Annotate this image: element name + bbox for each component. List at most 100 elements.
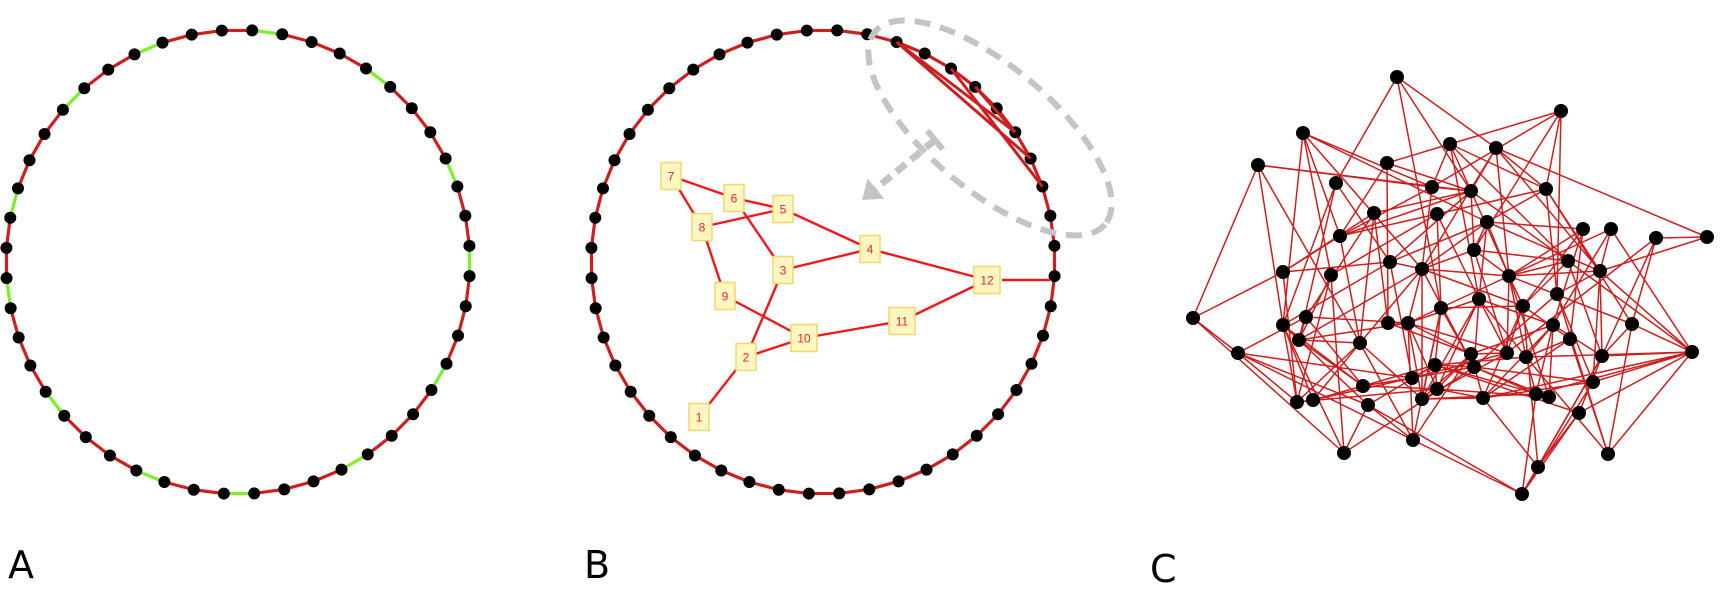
ring-node bbox=[464, 270, 476, 282]
inset-node-10: 10 bbox=[791, 325, 817, 352]
graph-edge bbox=[1608, 324, 1632, 454]
graph-node bbox=[1401, 316, 1415, 330]
ring-node bbox=[441, 358, 453, 370]
inset-node-label: 6 bbox=[731, 192, 738, 206]
graph-node bbox=[1561, 254, 1575, 268]
ring-node bbox=[248, 487, 260, 499]
ring-node bbox=[128, 48, 140, 60]
ring-node bbox=[1, 272, 13, 284]
ring-node bbox=[360, 63, 372, 75]
inset-node-label: 12 bbox=[980, 274, 994, 288]
ring-node bbox=[833, 487, 845, 499]
ring-node bbox=[992, 408, 1004, 420]
graph-node bbox=[1251, 158, 1265, 172]
ring-node bbox=[104, 449, 116, 461]
ring-node bbox=[831, 24, 843, 36]
graph-edge bbox=[1441, 306, 1523, 308]
graph-node bbox=[1406, 433, 1420, 447]
graph-node bbox=[1415, 262, 1429, 276]
inset-node-6: 6 bbox=[724, 185, 744, 212]
graph-node bbox=[1329, 176, 1343, 190]
graph-node bbox=[1443, 137, 1457, 151]
ring-node bbox=[771, 29, 783, 41]
ring-node bbox=[608, 154, 620, 166]
ring-node bbox=[643, 410, 655, 422]
graph-node bbox=[1380, 156, 1394, 170]
graph-node bbox=[1464, 184, 1478, 198]
ring-node bbox=[130, 465, 142, 477]
ring-node bbox=[1049, 270, 1061, 282]
ring-node bbox=[57, 104, 69, 116]
ring-node bbox=[186, 29, 198, 41]
graph-edge bbox=[1483, 398, 1538, 467]
graph-node bbox=[1576, 222, 1590, 236]
ring-node bbox=[463, 240, 475, 252]
ring-node bbox=[452, 330, 464, 342]
ring-node bbox=[158, 476, 170, 488]
inset-node-label: 8 bbox=[699, 221, 706, 235]
graph-edge bbox=[1193, 165, 1258, 318]
shortcut-edge bbox=[951, 69, 1042, 187]
ring-node bbox=[156, 37, 168, 49]
graph-node bbox=[1542, 390, 1556, 404]
ring-node bbox=[334, 47, 346, 59]
ring-node bbox=[386, 430, 398, 442]
graph-node bbox=[1276, 265, 1290, 279]
inset-node-label: 9 bbox=[722, 290, 729, 304]
ring-node bbox=[743, 476, 755, 488]
ring-node bbox=[362, 448, 374, 460]
ring-node bbox=[609, 360, 621, 372]
inset-node-8: 8 bbox=[692, 214, 712, 241]
inset-edge bbox=[870, 249, 987, 280]
panel-c-random-graph bbox=[1186, 70, 1714, 501]
graph-node bbox=[1299, 310, 1313, 324]
graph-node bbox=[1405, 371, 1419, 385]
graph-node bbox=[1290, 395, 1304, 409]
ring-node bbox=[12, 182, 24, 194]
ring-node bbox=[24, 360, 36, 372]
graph-edge bbox=[1522, 394, 1536, 494]
graph-node bbox=[1529, 387, 1543, 401]
graph-node bbox=[1276, 318, 1290, 332]
ring-node bbox=[80, 431, 92, 443]
ring-node bbox=[624, 128, 636, 140]
graph-edge bbox=[1557, 294, 1608, 454]
ring-node bbox=[741, 37, 753, 49]
ring-node bbox=[689, 449, 701, 461]
inset-node-2: 2 bbox=[736, 344, 756, 371]
ring-node bbox=[459, 210, 471, 222]
panel-label-b: B bbox=[584, 546, 610, 584]
ring-node bbox=[713, 48, 725, 60]
graph-edge bbox=[1303, 133, 1331, 275]
ring-node bbox=[663, 82, 675, 94]
graph-edge bbox=[1600, 271, 1602, 356]
panel-label-c: C bbox=[1150, 550, 1177, 588]
ring bbox=[585, 24, 1060, 499]
ring-node bbox=[585, 242, 597, 254]
graph-edge bbox=[1397, 77, 1496, 148]
graph-edge bbox=[1193, 272, 1283, 318]
ring-node bbox=[586, 272, 598, 284]
graph-node bbox=[1415, 392, 1429, 406]
graph-edge bbox=[1387, 144, 1450, 163]
graph-node bbox=[1353, 336, 1367, 350]
ring-node bbox=[1048, 240, 1060, 252]
graph-edge bbox=[1522, 413, 1579, 494]
inset-node-label: 7 bbox=[668, 170, 675, 184]
ring-node bbox=[13, 332, 25, 344]
ring-node bbox=[384, 81, 396, 93]
shortcut-edges bbox=[897, 42, 1043, 186]
graph-node bbox=[1516, 299, 1530, 313]
graph-node bbox=[1685, 345, 1699, 359]
graph-node bbox=[1563, 332, 1577, 346]
ring-node bbox=[306, 36, 318, 48]
graph-node bbox=[1337, 446, 1351, 460]
ring-node bbox=[971, 430, 983, 442]
graph-edge bbox=[1656, 237, 1707, 238]
graph-node bbox=[1231, 346, 1245, 360]
inset-edge bbox=[783, 249, 870, 270]
graph-edge bbox=[1435, 357, 1526, 365]
graph-node bbox=[1467, 243, 1481, 257]
ring-node bbox=[863, 483, 875, 495]
